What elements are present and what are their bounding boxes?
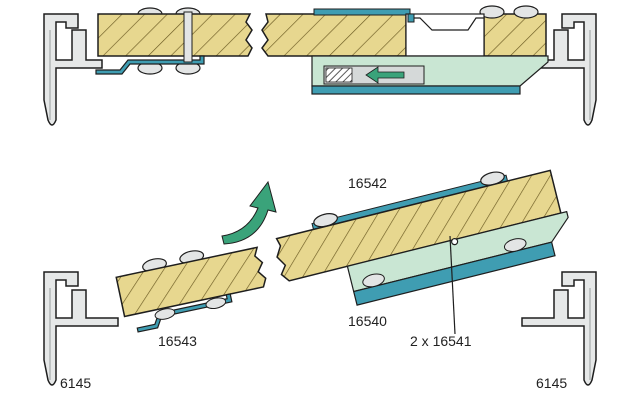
leader-line-16541 [449, 235, 456, 335]
latch-spring [410, 17, 484, 31]
profile-6145-top-left [43, 13, 103, 126]
wood-panel-bottom-left [115, 246, 267, 318]
label-16543: 16543 [158, 333, 197, 349]
screw-head [154, 308, 176, 320]
wood-panel-top-left [97, 13, 253, 57]
top-assembly [43, 5, 597, 126]
profile-6145-bottom-left [43, 271, 119, 386]
label-16540: 16540 [348, 313, 387, 329]
bracket-16542-top [313, 8, 411, 16]
profile-6145-bottom-right [521, 271, 597, 386]
label-16542: 16542 [348, 175, 387, 191]
screw-head [513, 5, 539, 19]
bottom-assembly [43, 169, 597, 386]
screw-head [362, 273, 385, 288]
screw-head [205, 297, 227, 310]
rail-base [352, 241, 556, 306]
label-6145-left: 6145 [60, 375, 91, 391]
label-16541: 2 x 16541 [410, 333, 472, 349]
clip-16543-top [95, 55, 205, 75]
label-6145-right: 6145 [536, 375, 567, 391]
wood-panel-top-right-end [483, 13, 547, 57]
left-arrow-icon [365, 66, 405, 84]
dowel [183, 11, 193, 63]
wood-panel-bottom-right [275, 169, 562, 282]
wood-panel-top-right [261, 13, 407, 57]
curved-up-arrow-icon [221, 180, 277, 245]
screw-head [479, 5, 505, 19]
part-16541-marker [451, 238, 459, 246]
latch-housing [405, 13, 485, 57]
screw-head [503, 238, 527, 252]
rail-16540-bottom [346, 210, 569, 293]
